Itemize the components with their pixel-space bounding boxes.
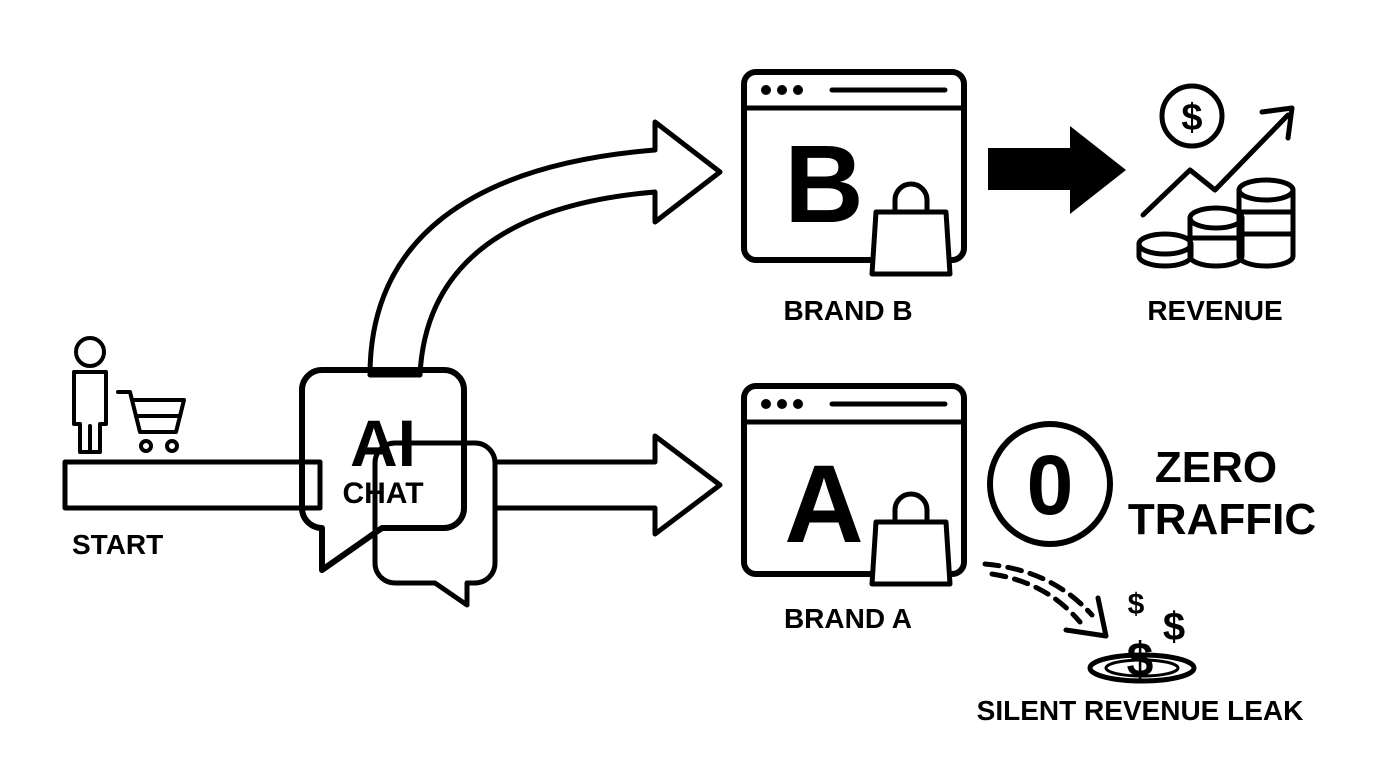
window-dot <box>761 399 771 409</box>
shopping-bag-icon <box>869 491 953 587</box>
window-dot <box>777 399 787 409</box>
start-label: START <box>72 529 163 560</box>
coin-stack-icon <box>1136 177 1296 269</box>
money-growth-icon <box>1140 83 1295 218</box>
brand-b-letter: B <box>784 123 863 246</box>
window-dot <box>793 85 803 95</box>
solid-arrow-to-revenue <box>988 126 1126 214</box>
window-dot <box>761 85 771 95</box>
curved-arrow-to-brand-b <box>367 119 723 378</box>
leak-dollar-small: $ <box>1128 588 1145 621</box>
browser-window-icon <box>741 383 967 577</box>
brand-a-window[interactable]: A <box>741 383 967 577</box>
ai-chat-subtitle: CHAT <box>342 477 423 510</box>
window-dot <box>777 85 787 95</box>
shopping-cart-icon <box>116 390 186 453</box>
revenue-label: REVENUE <box>1147 295 1282 326</box>
leak-dollar-right: $ <box>1163 605 1185 649</box>
leak-dollar-falling: $ <box>1127 634 1154 687</box>
silent-revenue-leak-label: SILENT REVENUE LEAK <box>977 695 1304 726</box>
dashed-leak-arrow <box>982 561 1109 639</box>
window-dot <box>793 399 803 409</box>
person-icon <box>72 336 108 454</box>
brand-a-letter: A <box>784 443 863 566</box>
zero-digit: 0 <box>1027 438 1074 532</box>
start-track <box>62 459 323 511</box>
zero-traffic-line2: TRAFFIC <box>1128 495 1316 544</box>
ai-chat-title: AI <box>350 406 416 480</box>
brand-b-label: BRAND B <box>783 295 912 326</box>
shopping-bag-icon <box>869 181 953 277</box>
zero-traffic-circle <box>987 421 1113 547</box>
brand-b-window[interactable]: B <box>741 69 967 263</box>
chat-bubble-back-icon <box>372 440 498 608</box>
browser-window-icon <box>741 69 967 263</box>
arrow-to-brand-a <box>492 433 723 537</box>
revenue-dollar-sign: $ <box>1181 97 1202 139</box>
zero-traffic-line1: ZERO <box>1155 443 1277 492</box>
brand-a-label: BRAND A <box>784 603 912 634</box>
dollar-leak-icon: $ $ $ <box>1087 588 1197 687</box>
chat-bubble-icon[interactable] <box>299 367 467 573</box>
